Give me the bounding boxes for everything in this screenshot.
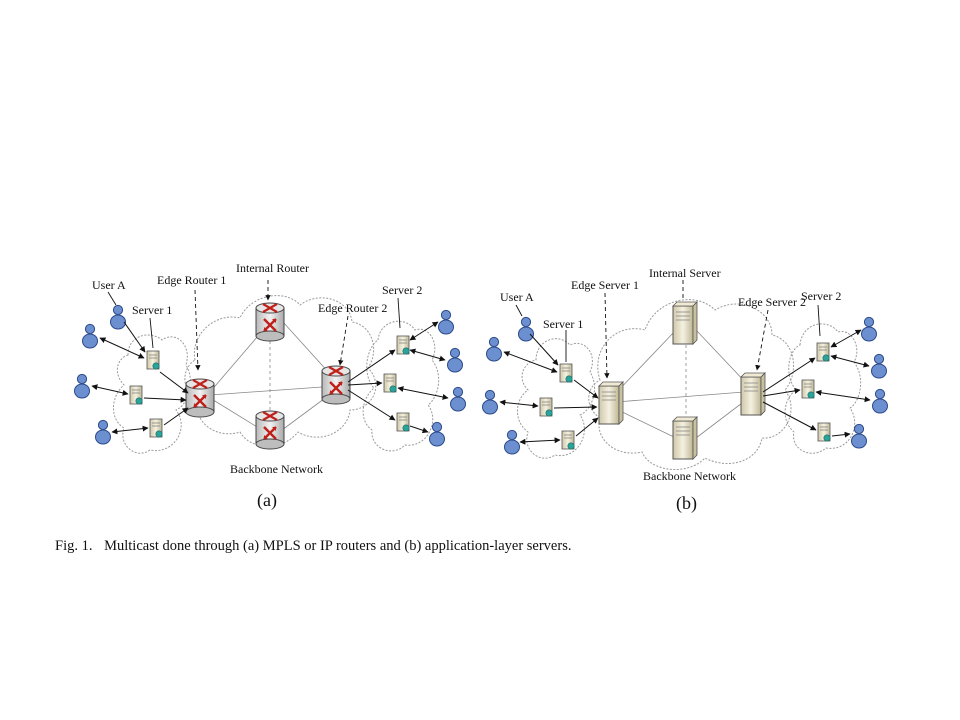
pointer-user-a <box>107 291 117 306</box>
label-backbone-network: Backbone Network <box>643 469 736 483</box>
user-icon <box>74 373 90 399</box>
label-user-a: User A <box>500 290 534 304</box>
label-edge-server-1: Edge Server 1 <box>571 278 639 292</box>
pointer-edge-server-1 <box>604 292 610 379</box>
link-er1-br <box>209 397 263 431</box>
label-internal-server: Internal Server <box>649 266 721 280</box>
local-server-icon <box>801 379 815 399</box>
backbone-server-icon <box>672 416 698 460</box>
user-icon <box>482 389 498 415</box>
figure-caption-text: Multicast done through (a) MPLS or IP ro… <box>104 538 572 554</box>
local-cloud-b-right <box>784 323 862 454</box>
user-a-icon <box>518 316 534 342</box>
local-server-icon <box>539 397 553 417</box>
pointer-edge-router-1 <box>194 289 201 371</box>
link-es1-is <box>613 329 677 396</box>
backbone-cloud-b <box>588 299 794 470</box>
user-icon <box>851 423 867 449</box>
pointer-user-a <box>515 304 523 317</box>
server-2-icon <box>816 342 830 362</box>
user-icon <box>861 316 877 342</box>
link-is-es2 <box>695 329 749 386</box>
panel-b-label: (b) <box>676 493 697 514</box>
backbone-router-icon <box>254 409 286 451</box>
label-server-1: Server 1 <box>543 317 583 331</box>
local-server-icon <box>561 430 575 450</box>
user-icon <box>438 309 454 335</box>
user-links-a-right <box>347 321 449 434</box>
label-edge-router-2: Edge Router 2 <box>318 301 387 315</box>
local-server-icon <box>383 373 397 393</box>
user-links-b-right <box>762 329 871 438</box>
user-icon <box>447 347 463 373</box>
label-internal-router: Internal Router <box>236 261 309 275</box>
link-es1-es2 <box>615 391 745 403</box>
link-es1-bs <box>613 407 677 439</box>
panel-b: User A Server 1 Edge Server 1 Internal S… <box>482 266 888 514</box>
user-a-icon <box>110 304 126 330</box>
server-2-icon <box>396 335 410 355</box>
local-server-icon <box>396 412 410 432</box>
local-server-icon <box>817 422 831 442</box>
user-links-b-left <box>499 333 599 445</box>
label-edge-router-1: Edge Router 1 <box>157 273 226 287</box>
link-bs-es2 <box>695 399 747 439</box>
pointer-server-1 <box>149 317 154 349</box>
label-server-1: Server 1 <box>132 303 172 317</box>
local-server-icon <box>149 418 163 438</box>
user-links-a-left <box>91 321 189 435</box>
label-server-2: Server 2 <box>801 289 841 303</box>
edge-server-1-icon <box>598 381 624 425</box>
edge-server-2-icon <box>740 372 766 416</box>
user-icon <box>95 419 111 445</box>
user-icon <box>504 429 520 455</box>
local-server-icon <box>129 385 143 405</box>
label-server-2: Server 2 <box>382 283 422 297</box>
figure-caption: Fig. 1. Multicast done through (a) MPLS … <box>55 538 935 555</box>
pointer-server-2 <box>397 297 401 329</box>
label-backbone-network: Backbone Network <box>230 462 323 476</box>
user-icon <box>486 336 502 362</box>
server-1-icon <box>146 350 160 370</box>
panel-a: User A Server 1 Edge Router 1 Internal R… <box>74 261 466 511</box>
internal-server-icon <box>672 301 698 345</box>
user-icon <box>82 323 98 349</box>
pointer-server-2 <box>817 304 821 337</box>
edge-router-1-icon <box>184 377 216 419</box>
internal-router-icon <box>254 301 286 343</box>
user-icon <box>871 353 887 379</box>
pointer-edge-server-2 <box>755 309 769 371</box>
panel-a-label: (a) <box>257 490 277 511</box>
label-edge-server-2: Edge Server 2 <box>738 295 806 309</box>
backbone-cloud-a <box>184 295 377 447</box>
user-icon <box>450 386 466 412</box>
edge-router-2-icon <box>320 364 352 406</box>
pointer-edge-router-2 <box>338 315 349 366</box>
link-er1-er2 <box>209 385 337 396</box>
label-user-a: User A <box>92 278 126 292</box>
user-icon <box>872 388 888 414</box>
figure-number: Fig. 1. <box>55 538 93 554</box>
server-1-icon <box>559 363 573 383</box>
local-cloud-b-left <box>517 338 595 459</box>
